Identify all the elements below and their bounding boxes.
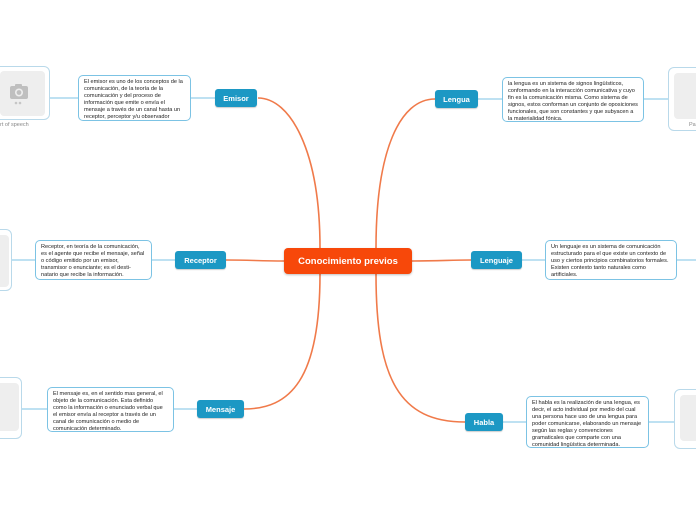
link-mensaje xyxy=(243,273,321,410)
note-habla[interactable]: El habla es la realización de una lengua… xyxy=(526,396,649,448)
note-lengua[interactable]: la lengua es un sistema de signos lingüí… xyxy=(502,77,644,122)
note-receptor[interactable]: Receptor, en teoría de la comunicación, … xyxy=(35,240,152,280)
camera-icon xyxy=(10,84,28,105)
image-caption-lengua: Pa xyxy=(689,122,696,128)
central-topic[interactable]: Conocimiento previos xyxy=(284,248,412,274)
topic-receptor[interactable]: Receptor xyxy=(175,251,226,269)
image-card-lengua[interactable] xyxy=(668,67,696,131)
topic-lengua[interactable]: Lengua xyxy=(435,90,478,108)
link-receptor xyxy=(225,259,285,262)
link-emisor xyxy=(257,97,321,249)
image-placeholder xyxy=(0,235,9,287)
image-placeholder xyxy=(680,395,696,441)
image-placeholder xyxy=(0,383,19,431)
image-caption-emisor: rt of speech xyxy=(0,122,29,128)
link-habla xyxy=(375,273,466,423)
topic-mensaje[interactable]: Mensaje xyxy=(197,400,244,418)
link-lengua xyxy=(375,98,436,249)
topic-emisor[interactable]: Emisor xyxy=(215,89,257,107)
image-card-habla[interactable] xyxy=(674,389,696,449)
image-card-receptor[interactable] xyxy=(0,229,12,291)
image-card-mensaje[interactable] xyxy=(0,377,22,439)
topic-habla[interactable]: Habla xyxy=(465,413,503,431)
note-emisor[interactable]: El emisor es uno de los conceptos de la … xyxy=(78,75,191,121)
image-placeholder xyxy=(674,73,696,119)
note-lenguaje[interactable]: Un lenguaje es un sistema de comunicació… xyxy=(545,240,677,280)
image-card-emisor[interactable] xyxy=(0,66,50,120)
topic-lenguaje[interactable]: Lenguaje xyxy=(471,251,522,269)
link-lenguaje xyxy=(411,259,472,262)
note-mensaje[interactable]: El mensaje es, en el sentido mas general… xyxy=(47,387,174,432)
